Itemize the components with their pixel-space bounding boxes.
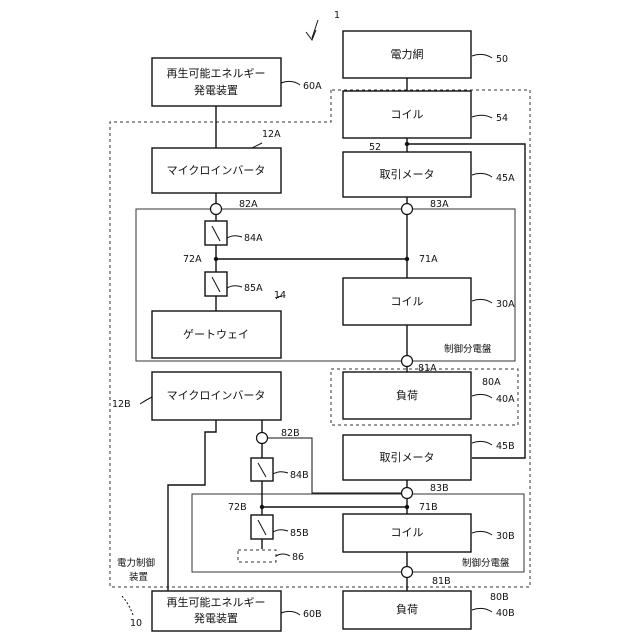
ref-50: 50 xyxy=(496,54,508,65)
renewable-generator-60a-block: 再生可能エネルギー 発電装置 xyxy=(152,58,281,106)
control-panel-b-label: 制御分電盤 xyxy=(462,557,510,569)
ref-83a: 83A xyxy=(430,199,449,210)
meter-45b-block: 取引メータ xyxy=(343,435,471,480)
ref-83b: 83B xyxy=(430,483,449,494)
ref-14: 14 xyxy=(274,290,286,301)
ref-10: 10 xyxy=(130,618,142,629)
renewable-60a-line1: 再生可能エネルギー xyxy=(167,66,266,80)
ref-72a: 72A xyxy=(183,254,202,265)
ref-30a: 30A xyxy=(496,299,515,310)
ref-1: 1 xyxy=(334,10,340,21)
junction-71a xyxy=(405,257,409,261)
ref-52: 52 xyxy=(369,142,381,153)
optional-gateway-86 xyxy=(238,550,276,562)
ref-84a: 84A xyxy=(244,233,263,244)
meter-45b-label: 取引メータ xyxy=(380,450,435,464)
switch-84b xyxy=(251,458,273,481)
ref-30b: 30B xyxy=(496,531,515,542)
ref-72b: 72B xyxy=(228,502,247,513)
control-panel-a-label: 制御分電盤 xyxy=(444,343,492,355)
node-81a xyxy=(402,356,413,367)
load-40b-label: 負荷 xyxy=(396,603,418,616)
ref-12b: 12B xyxy=(112,399,131,410)
microinverter-12a-label: マイクロインバータ xyxy=(167,164,266,177)
microinverter-12b-block: マイクロインバータ xyxy=(152,372,281,420)
ref-80a: 80A xyxy=(482,377,501,388)
power-control-device-label-line1: 電力制御 xyxy=(117,557,155,569)
coil-30a-block: コイル xyxy=(343,278,471,325)
renewable-generator-60b-block: 再生可能エネルギー 発電装置 xyxy=(152,591,281,631)
ref-81b: 81B xyxy=(432,576,451,587)
node-83a xyxy=(402,204,413,215)
meter-45a-label: 取引メータ xyxy=(380,167,435,181)
coil-30a-label: コイル xyxy=(391,295,424,308)
junction-52 xyxy=(405,142,409,146)
renewable-60a-line2: 発電装置 xyxy=(194,83,238,97)
ref-81a: 81A xyxy=(418,363,437,374)
ref-40a: 40A xyxy=(496,394,515,405)
ref-12a: 12A xyxy=(262,129,281,140)
coil-54-label: コイル xyxy=(391,108,424,121)
coil-30b-block: コイル xyxy=(343,514,471,552)
ref-84b: 84B xyxy=(290,470,309,481)
coil-54-block: コイル xyxy=(343,91,471,138)
power-grid-block: 電力網 xyxy=(343,31,471,78)
load-40a-label: 負荷 xyxy=(396,389,418,402)
ref-86: 86 xyxy=(292,552,304,563)
gateway-14-label: ゲートウェイ xyxy=(183,328,249,341)
junction-72b xyxy=(260,505,264,509)
gateway-14-block: ゲートウェイ xyxy=(152,311,281,358)
microinverter-12b-label: マイクロインバータ xyxy=(167,389,266,402)
switch-84a xyxy=(205,221,227,245)
ref-54: 54 xyxy=(496,113,508,124)
junction-71b xyxy=(405,505,409,509)
ref-82b: 82B xyxy=(281,428,300,439)
renewable-60b-line2: 発電装置 xyxy=(194,611,238,625)
switch-85b xyxy=(251,515,273,539)
node-82b xyxy=(257,433,268,444)
microinverter-12a-block: マイクロインバータ xyxy=(152,148,281,193)
ref-40b: 40B xyxy=(496,608,515,619)
renewable-60b-line1: 再生可能エネルギー xyxy=(167,595,266,609)
ref-45a: 45A xyxy=(496,173,515,184)
meter-45a-block: 取引メータ xyxy=(343,152,471,197)
power-grid-label: 電力網 xyxy=(391,47,424,61)
power-control-device-label-line2: 装置 xyxy=(129,571,148,583)
ref-71b: 71B xyxy=(419,502,438,513)
node-82a xyxy=(211,204,222,215)
ref-60a: 60A xyxy=(303,81,322,92)
load-40a-block: 負荷 xyxy=(343,372,471,419)
node-83b xyxy=(402,488,413,499)
ref-82a: 82A xyxy=(239,199,258,210)
ref-71a: 71A xyxy=(419,254,438,265)
load-40b-block: 負荷 xyxy=(343,591,471,629)
node-81b xyxy=(402,567,413,578)
switch-85a xyxy=(205,272,227,296)
ref-60b: 60B xyxy=(303,609,322,620)
ref-85b: 85B xyxy=(290,528,309,539)
coil-30b-label: コイル xyxy=(391,526,424,539)
ref-85a: 85A xyxy=(244,283,263,294)
junction-72a xyxy=(214,257,218,261)
ref-80b: 80B xyxy=(490,592,509,603)
ref-45b: 45B xyxy=(496,441,515,452)
